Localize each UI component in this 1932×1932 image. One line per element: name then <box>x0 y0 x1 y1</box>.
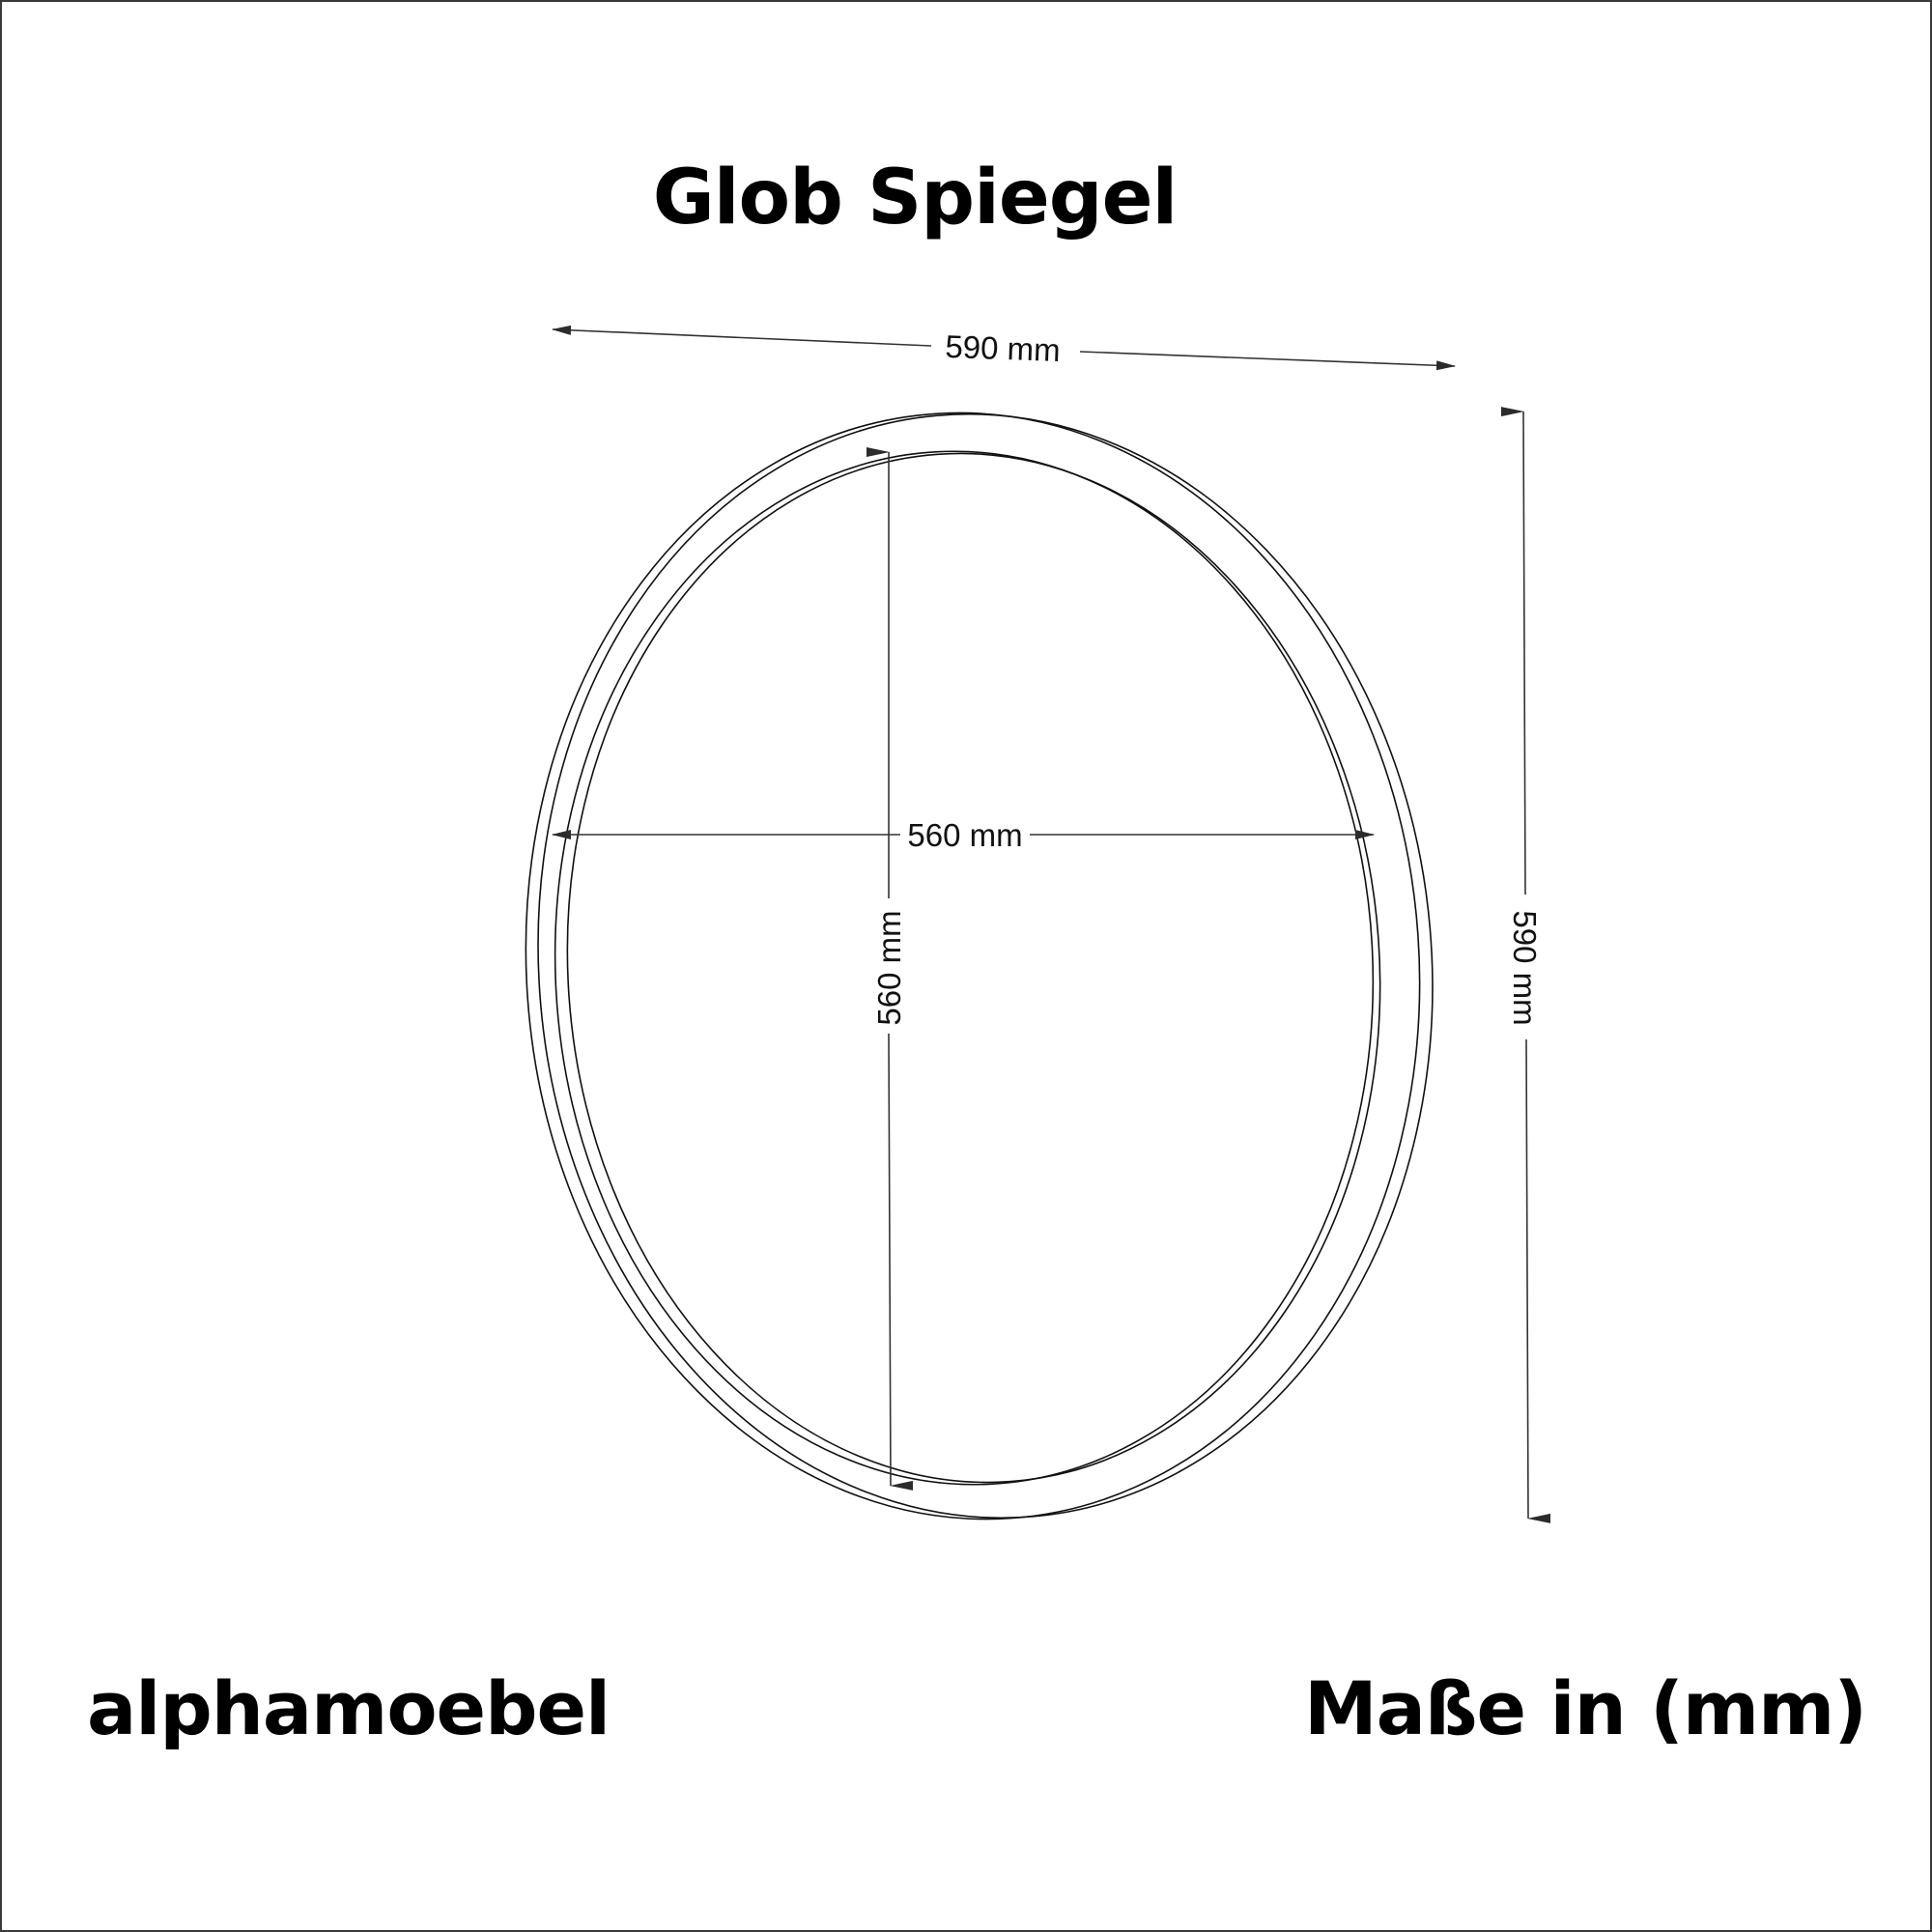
product-title: Glob Spiegel <box>652 155 1178 242</box>
mirror-outer-frame <box>525 412 1434 1520</box>
dimension-outer-width <box>552 325 1456 371</box>
inner-height-label: 560 mm <box>871 910 907 1025</box>
dimension-outer-height <box>1500 407 1551 1523</box>
units-note: Maße in (mm) <box>1303 1665 1867 1751</box>
outer-width-label: 590 mm <box>945 328 1061 368</box>
dimension-inner-height <box>867 447 914 1491</box>
brand-name: alphamoebel <box>87 1665 611 1751</box>
mirror-glass <box>554 450 1381 1486</box>
inner-width-label: 560 mm <box>907 817 1022 853</box>
outer-height-label: 590 mm <box>1507 910 1543 1025</box>
